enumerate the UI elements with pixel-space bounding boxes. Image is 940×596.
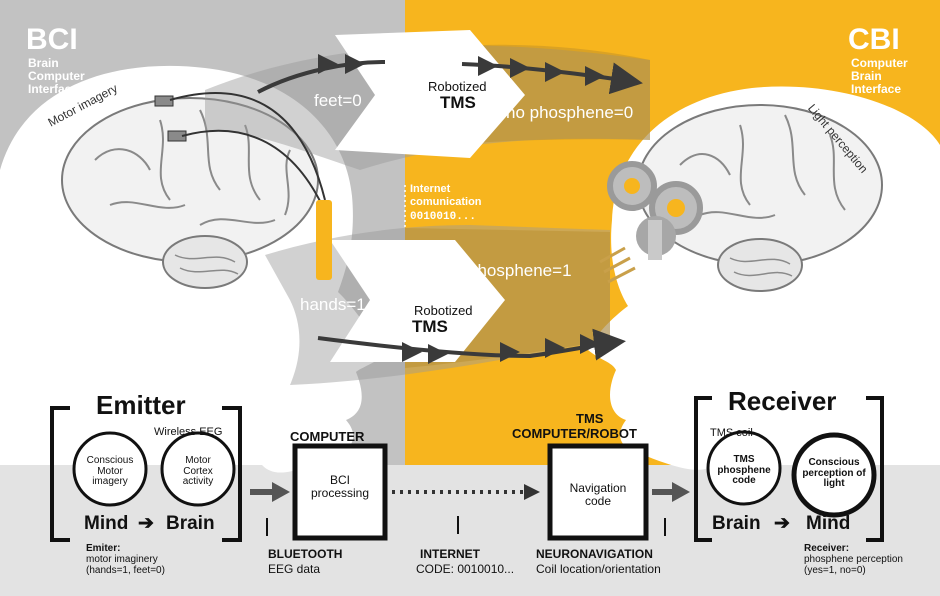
coil-location-label: Coil location/orientation [536,562,661,576]
eeg-data-label: EEG data [268,562,321,576]
emitter-caption-title: Emiter: [86,543,121,554]
tms-computer-title-line2: COMPUTER/ROBOT [512,426,637,441]
cbi-subtitle-line1: Computer [851,56,908,70]
internet-label-line1: Internet [410,183,451,195]
internet-code: CODE: 0010010... [416,562,515,576]
receiver-caption-title: Receiver: [804,543,850,554]
tms-coil-icon [599,161,703,284]
emitter-mind-label: Mind [84,513,129,534]
emitter-caption-line1: motor imaginery [86,554,158,565]
bci-subtitle-line2: Computer [28,69,85,83]
neuronavigation-label: NEURONAVIGATION [536,547,653,561]
feet-label: feet=0 [314,91,362,110]
receiver-circle-perception [791,432,877,518]
phosphene-label: phosphene=1 [468,261,572,280]
bci-subtitle-line3: Interface [28,82,79,96]
receiver-circle-code-text: TMS phosphene code [717,454,771,486]
no-phosphene-label: no phosphene=0 [506,103,634,122]
internet-code-label: 0010010... [410,211,477,223]
top-flow-arrow [257,54,643,95]
emitter-brain-icon [61,97,319,289]
emitter-circle-cortex [160,431,236,507]
cbi-subtitle-line3: Interface [851,82,902,96]
robotized-tms-bottom-chevron [330,240,505,362]
emitter-title: Emitter [96,390,186,420]
receiver-title: Receiver [728,386,837,416]
computer-title: COMPUTER [290,429,365,444]
cbi-subtitle-line2: Brain [851,69,882,83]
internet-label-line2: comunication [410,196,482,208]
receiver-bracket [694,396,884,542]
emitter-caption-line2: (hands=1, feet=0) [86,565,165,576]
emitter-bracket [50,406,242,542]
receiver-circle-code [706,430,782,506]
tms-computer-title-line1: TMS [576,411,604,426]
receiver-arrow: ➔ [774,513,790,534]
receiver-circle-perception-text: Conscious perception of light [802,457,866,489]
receiver-brain-label: Brain [712,513,761,534]
emitter-arrow: ➔ [138,513,154,534]
eeg-electrodes [154,92,332,280]
cbi-title: CBI [848,23,900,56]
wireless-eeg-label: Wireless EEG [154,426,223,438]
emitter-circle-imagery-text: Conscious Motor imagery [86,455,134,487]
bluetooth-label: BLUETOOTH [268,547,343,561]
computer-box-text: BCI processing [310,473,370,500]
internet-title: INTERNET [420,547,480,561]
robotized-top-label: Robotized [428,79,487,94]
bci-title: BCI [26,23,78,56]
tms-top-label: TMS [440,93,476,112]
receiver-mind-label: Mind [806,513,851,534]
robotized-bottom-label: Robotized [414,303,473,318]
navigation-box [547,443,649,541]
bottom-connectors [250,482,690,536]
tms-coil-label: TMS coil [710,427,753,439]
bottom-flow-arrow [317,328,626,364]
navigation-box-text: Navigation code [569,481,627,508]
emitter-circle-cortex-text: Motor Cortex activity [182,455,214,487]
tms-bottom-label: TMS [412,317,448,336]
bottom-band [0,465,940,596]
receiver-caption-line1: phosphene perception [804,554,903,565]
hands-label: hands=1 [300,295,366,314]
bci-subtitle-line1: Brain [28,56,59,70]
receiver-caption-line2: (yes=1, no=0) [804,565,866,576]
emitter-brain-label: Brain [166,513,215,534]
computer-box [292,443,388,541]
emitter-circle-imagery [72,431,148,507]
